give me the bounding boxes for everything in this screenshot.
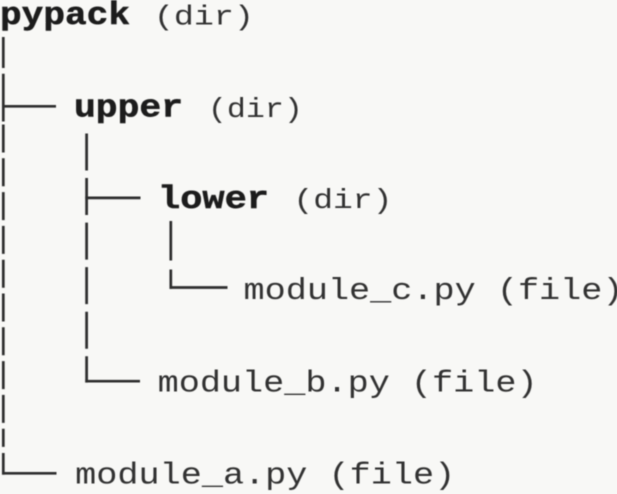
svg-text:(dir): (dir) — [293, 186, 392, 217]
svg-text:(dir): (dir) — [208, 95, 303, 126]
svg-text:module_b.py (file): module_b.py (file) — [158, 367, 538, 402]
svg-text:upper: upper — [74, 90, 183, 127]
svg-text:pypack: pypack — [0, 0, 130, 34]
svg-text:lower: lower — [158, 181, 269, 218]
svg-text:module_a.py (file): module_a.py (file) — [75, 459, 455, 494]
svg-text:(dir): (dir) — [154, 3, 254, 34]
svg-text:module_c.py (file): module_c.py (file) — [244, 274, 617, 309]
